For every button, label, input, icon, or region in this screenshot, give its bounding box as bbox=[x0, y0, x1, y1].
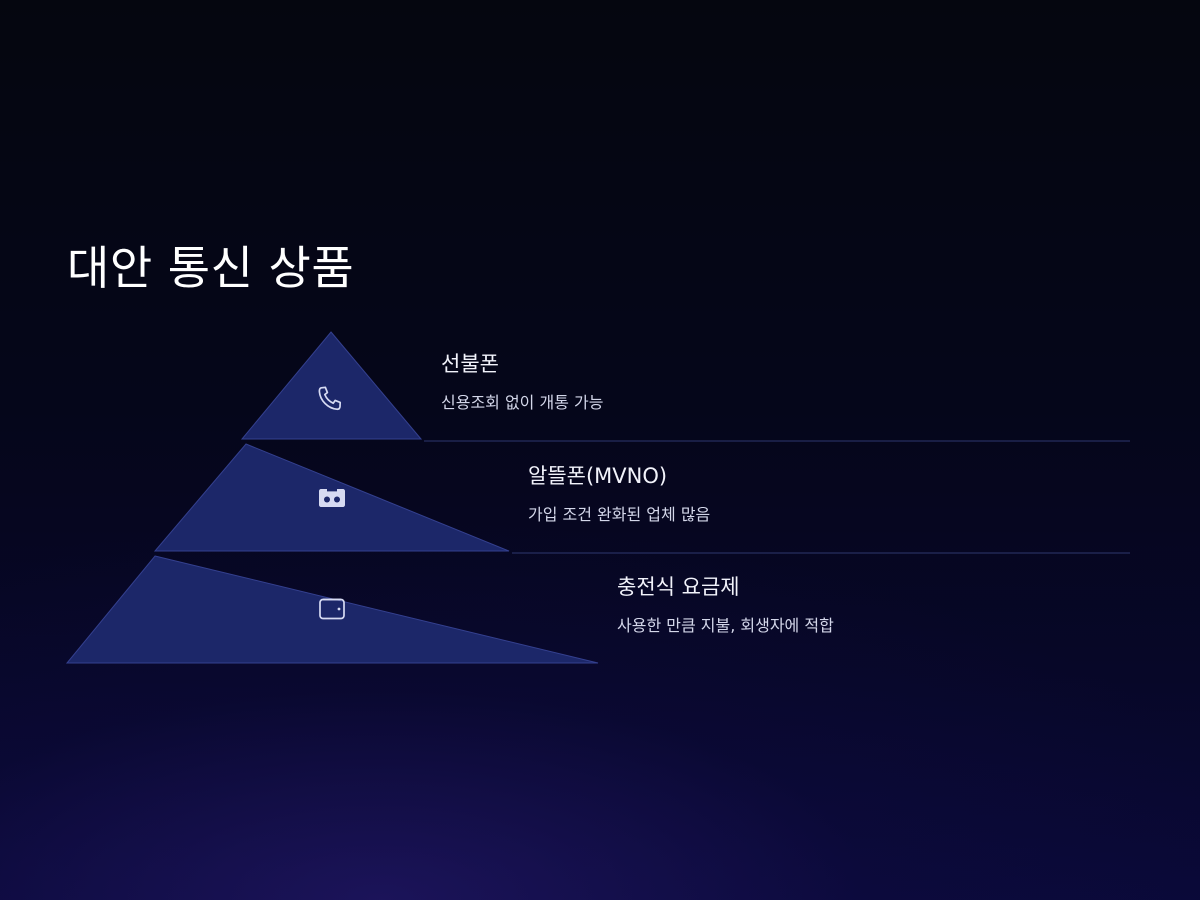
tier-description: 가입 조건 완화된 업체 많음 bbox=[528, 505, 711, 524]
pyramid-tier-middle-text: 알뜰폰(MVNO) 가입 조건 완화된 업체 많음 bbox=[528, 463, 710, 525]
sim-card-icon bbox=[319, 489, 345, 507]
slide-title: 대안 통신 상품 bbox=[67, 241, 355, 295]
pyramid-tier-top-text: 선불폰 신용조회 없이 개통 가능 bbox=[441, 351, 603, 413]
phone-icon bbox=[318, 386, 342, 411]
tier-label: 선불폰 bbox=[441, 352, 499, 376]
pyramid-tier-middle bbox=[153, 443, 1130, 554]
tier-label: 충전식 요금제 bbox=[617, 575, 740, 599]
tier-description: 신용조회 없이 개통 가능 bbox=[441, 393, 604, 412]
pyramid-tier-top bbox=[240, 331, 1130, 442]
pyramid-tier-bottom-shape bbox=[65, 555, 599, 664]
pyramid-tier-top-shape bbox=[240, 331, 423, 440]
tier-description: 사용한 만큼 지불, 회생자에 적합 bbox=[617, 616, 834, 635]
wallet-icon bbox=[319, 598, 345, 620]
tier-label: 알뜰폰(MVNO) bbox=[528, 464, 668, 488]
pyramid-tier-bottom-text: 충전식 요금제 사용한 만큼 지불, 회생자에 적합 bbox=[617, 574, 834, 636]
pyramid-tier-bottom bbox=[65, 555, 599, 664]
